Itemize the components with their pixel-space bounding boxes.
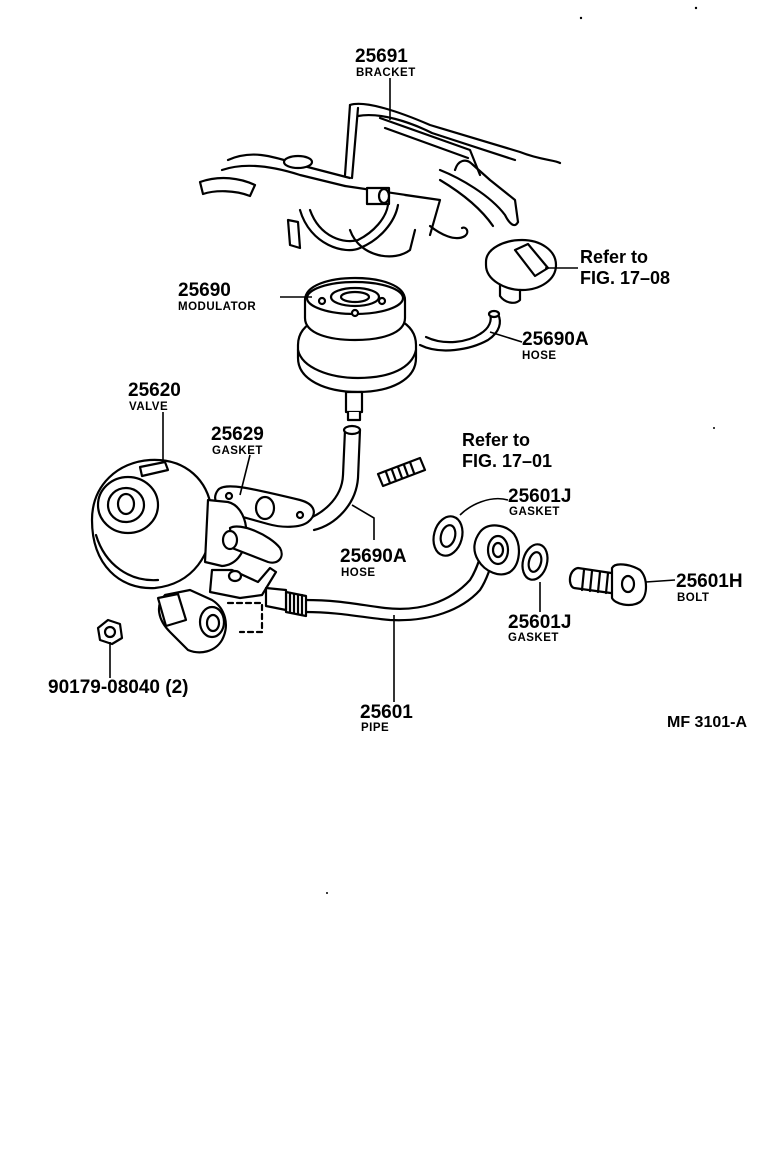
callout-gasket-lower: 25601J GASKET — [508, 612, 571, 644]
callout-hose-lower: 25690A HOSE — [340, 546, 407, 579]
part-name: BRACKET — [356, 67, 416, 79]
part-number: 25690A — [522, 329, 589, 350]
callout-valve: 25620 VALVE — [128, 380, 181, 413]
callout-pipe: 25601 PIPE — [360, 702, 413, 734]
callout-bracket: 25691 BRACKET — [355, 46, 416, 79]
part-name: GASKET — [509, 506, 560, 518]
callout-bolt: 25601H BOLT — [676, 571, 743, 604]
reference-line-1: Refer to — [462, 430, 530, 450]
part-number: 25691 — [355, 46, 408, 67]
reference-line-2: FIG. 17–01 — [462, 451, 552, 471]
diagram-code: MF 3101-A — [667, 714, 747, 731]
part-name: GASKET — [212, 445, 263, 457]
part-number: 90179-08040 (2) — [48, 677, 189, 698]
reference-line-2: FIG. 17–08 — [580, 268, 670, 288]
egr-valve-part — [90, 458, 283, 654]
part-number: 25629 — [211, 424, 264, 445]
callout-gasket-valve: 25629 GASKET — [211, 424, 264, 457]
part-number: 25601 — [360, 702, 413, 723]
stud-part — [376, 456, 427, 488]
leader-lines — [109, 78, 676, 702]
part-name: BOLT — [677, 592, 709, 604]
reference-fig-17-01: Refer to FIG. 17–01 — [462, 430, 552, 471]
pipe-gasket-lower-part — [521, 543, 549, 581]
part-number: 25601H — [676, 571, 743, 592]
callout-gasket-upper: 25601J GASKET — [508, 486, 571, 518]
part-number: 25690 — [178, 280, 231, 301]
modulator-part — [296, 276, 418, 422]
part-name: HOSE — [341, 567, 376, 579]
part-name: MODULATOR — [178, 301, 256, 313]
callout-modulator: 25690 MODULATOR — [178, 280, 256, 313]
vsv-actuator-part — [484, 238, 558, 304]
upper-hose-part — [418, 309, 501, 352]
reference-line-1: Refer to — [580, 247, 648, 267]
bracket-part — [198, 102, 562, 258]
reference-fig-17-08: Refer to FIG. 17–08 — [580, 247, 670, 288]
part-number: 25690A — [340, 546, 407, 567]
part-number: 25601J — [508, 612, 571, 633]
valve-gasket-part — [214, 485, 315, 528]
pipe-gasket-upper-part — [432, 515, 464, 557]
nut-part — [96, 618, 124, 646]
callout-nut: 90179-08040 (2) — [48, 677, 189, 698]
union-bolt-part — [568, 563, 648, 607]
part-number: 25601J — [508, 486, 571, 507]
egr-pipe-part — [264, 524, 520, 622]
part-number: 25620 — [128, 380, 181, 401]
part-name: PIPE — [361, 722, 389, 734]
callout-hose-upper: 25690A HOSE — [522, 329, 589, 362]
part-name: VALVE — [129, 401, 168, 413]
part-name: GASKET — [508, 632, 559, 644]
part-name: HOSE — [522, 350, 557, 362]
